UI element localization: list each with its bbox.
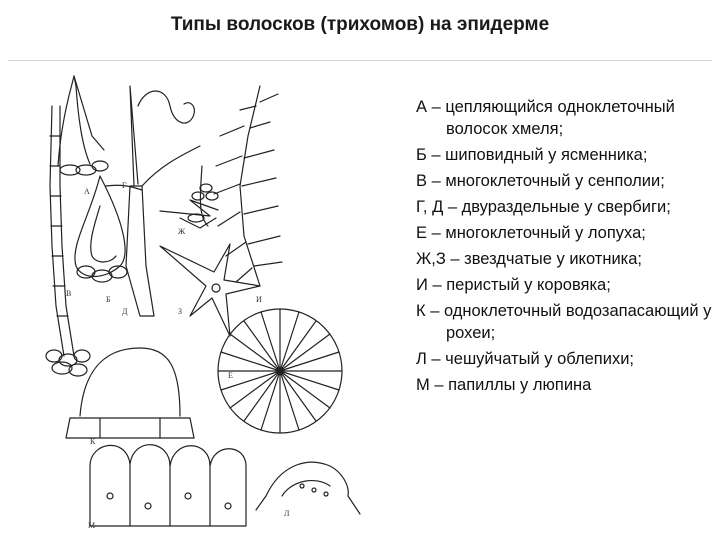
page-title: Типы волосков (трихомов) на эпидерме bbox=[170, 14, 550, 35]
trichome-zh-alyssum bbox=[159, 199, 219, 229]
figure-label-g: Г bbox=[122, 181, 127, 190]
figure-label-i: И bbox=[256, 295, 262, 304]
trichome-i-verbascum bbox=[213, 85, 283, 287]
figure-label-k: К bbox=[90, 437, 96, 446]
trichome-legend: А – цепляющийся одноклеточный волосок хм… bbox=[416, 96, 712, 400]
figure-label-b: Б bbox=[106, 295, 111, 304]
figure-label-z: З bbox=[178, 307, 182, 316]
trichome-b-galium bbox=[74, 175, 128, 283]
trichome-k-rochea bbox=[65, 347, 195, 439]
trichome-drawing: А Б В Г Д Е Ж З И К Л М bbox=[45, 75, 361, 530]
figure-label-d: Д bbox=[122, 307, 128, 316]
figure-label-e: Е bbox=[228, 371, 233, 380]
figure-label-v: В bbox=[66, 289, 71, 298]
figure-label-m: М bbox=[88, 521, 95, 530]
figure-label-zh: Ж bbox=[178, 227, 186, 236]
trichome-a-hop bbox=[57, 75, 109, 176]
figure-label-l: Л bbox=[284, 509, 290, 518]
legend-item-zh-z: Ж,З – звездчатые у икотника; bbox=[416, 250, 643, 268]
trichome-l-hippophae bbox=[255, 461, 361, 515]
legend-item-i: И – перистый у коровяка; bbox=[416, 276, 611, 294]
trichome-g-bunias bbox=[105, 85, 201, 317]
legend-item-l: Л – чешуйчатый у облепихи; bbox=[416, 350, 635, 368]
trichome-illustration: А Б В Г Д Е Ж З И К Л М bbox=[30, 66, 400, 541]
trichome-z-alyssum bbox=[159, 243, 261, 337]
legend-item-b: Б – шиповидный у ясменника; bbox=[416, 146, 648, 164]
legend-item-a: А – цепляющийся одноклеточный волосок хм… bbox=[416, 98, 675, 138]
legend-item-e: Е – многоклеточный у лопуха; bbox=[416, 224, 646, 242]
title-divider bbox=[8, 60, 712, 61]
trichome-v-saintpaulia bbox=[45, 105, 91, 377]
legend-item-v: В – многоклеточный у сенполии; bbox=[416, 172, 665, 190]
legend-item-m: М – папиллы у люпина bbox=[416, 376, 592, 394]
legend-item-k: К – одноклеточный водозапасающий у рохеи… bbox=[416, 302, 712, 342]
trichome-m-lupinus bbox=[89, 444, 247, 527]
legend-item-g-d: Г, Д – двураздельные у свербиги; bbox=[416, 198, 671, 216]
figure-label-a: А bbox=[84, 187, 90, 196]
trichome-e-arctium bbox=[217, 308, 343, 434]
